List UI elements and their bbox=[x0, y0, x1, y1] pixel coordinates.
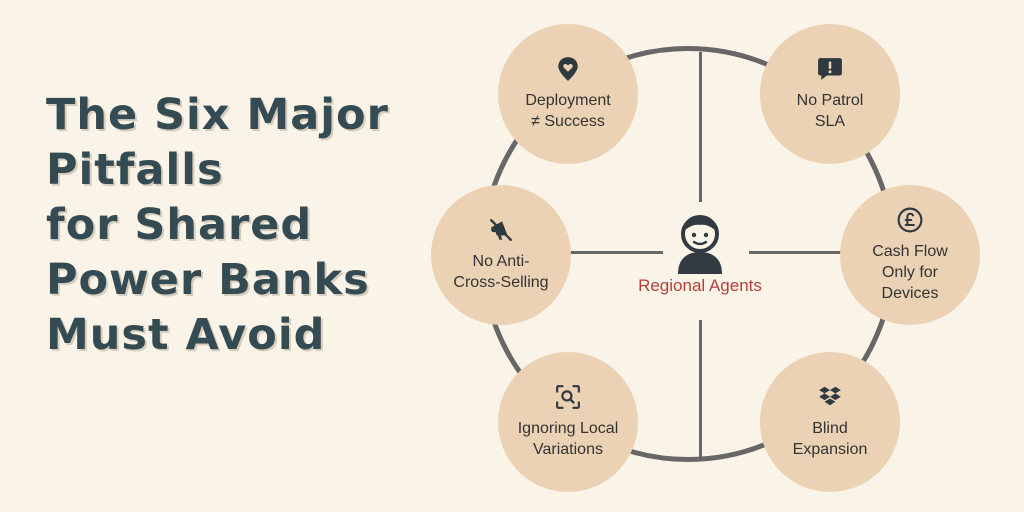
pitfall-label: Cash Flow Only for Devices bbox=[872, 242, 948, 302]
boxes-icon bbox=[819, 386, 841, 406]
scan-search-icon bbox=[556, 385, 580, 409]
person-icon bbox=[678, 215, 722, 274]
page-title: The Six Major Pitfalls for Shared Power … bbox=[46, 88, 446, 363]
pitfall-label: No Anti- Cross-Selling bbox=[453, 253, 549, 291]
pitfall-node-patrol-sla: No Patrol SLA bbox=[760, 24, 900, 164]
title-line-2: Pitfalls bbox=[46, 145, 224, 195]
pitfall-node-local-variations: Ignoring Local Variations bbox=[498, 352, 638, 492]
pitfall-label: Ignoring Local Variations bbox=[517, 420, 619, 458]
location-pin-icon bbox=[558, 57, 578, 81]
pitfall-node-blind-expansion: Blind Expansion bbox=[760, 352, 900, 492]
spoke-right bbox=[749, 251, 844, 254]
pitfall-label: Blind Expansion bbox=[792, 420, 868, 458]
center-hub: Regional Agents bbox=[605, 212, 795, 296]
title-line-4: Power Banks bbox=[46, 255, 370, 305]
spoke-top bbox=[699, 52, 702, 202]
pitfalls-diagram: Regional Agents Deployment ≠ Success No … bbox=[420, 0, 1024, 512]
title-line-1: The Six Major bbox=[46, 90, 389, 140]
muted-megaphone-icon bbox=[490, 219, 512, 241]
pitfall-node-cross-selling: No Anti- Cross-Selling bbox=[431, 185, 571, 325]
pitfall-label: Deployment ≠ Success bbox=[525, 92, 611, 130]
pitfall-label: No Patrol SLA bbox=[796, 92, 864, 130]
pound-coin-icon bbox=[897, 207, 923, 232]
center-label: Regional Agents bbox=[638, 276, 762, 295]
title-line-3: for Shared bbox=[46, 200, 313, 250]
pitfall-node-deployment: Deployment ≠ Success bbox=[498, 24, 638, 164]
pitfall-node-cash-flow: Cash Flow Only for Devices bbox=[840, 185, 980, 325]
spoke-bottom bbox=[699, 320, 702, 460]
spoke-left bbox=[568, 251, 663, 254]
title-line-5: Must Avoid bbox=[46, 310, 326, 360]
alert-message-icon bbox=[818, 58, 842, 80]
